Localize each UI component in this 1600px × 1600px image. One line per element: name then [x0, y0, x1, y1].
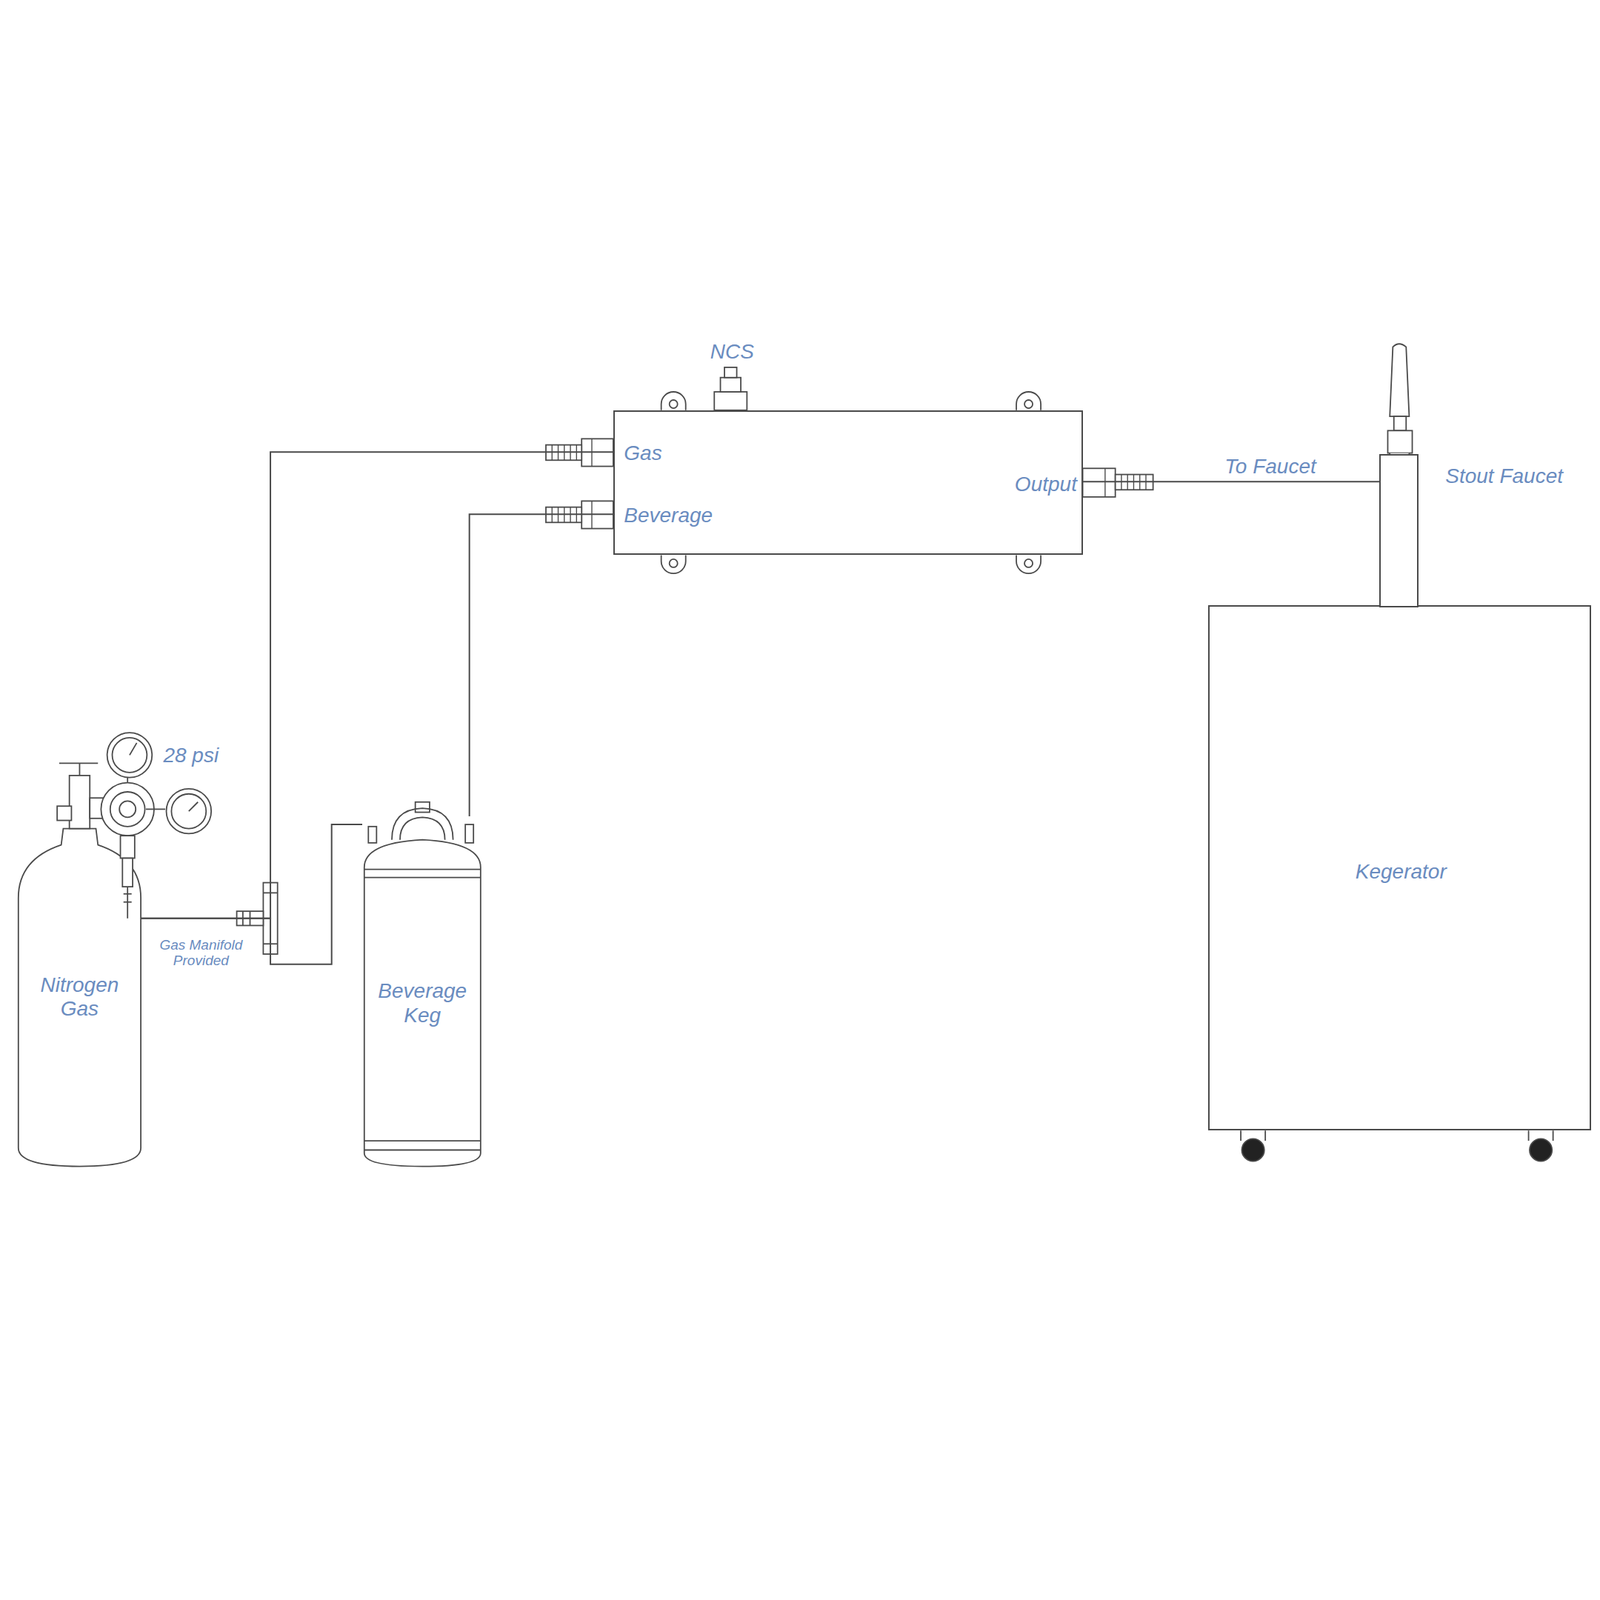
- gas-cylinder: [18, 828, 141, 1167]
- keg-shell: [364, 802, 481, 1167]
- port-label: Gas: [623, 441, 778, 466]
- kegerator-label: Kegerator: [1220, 860, 1583, 884]
- hose-line: [469, 514, 614, 817]
- kegerator-box: Kegerator: [1208, 605, 1592, 1131]
- manifold-note: Gas Manifold Provided: [142, 937, 260, 970]
- ncs-fittings: [545, 367, 1154, 574]
- cylinder-label: Nitrogen Gas: [22, 973, 137, 1021]
- line-label: To Faucet: [1221, 454, 1319, 479]
- port-label: Beverage: [623, 503, 798, 528]
- ncs-heading: NCS: [680, 340, 783, 364]
- keg-label: Beverage Keg: [366, 979, 480, 1027]
- pressure-label: 28 psi: [162, 743, 255, 768]
- ncs-box: NCSGasBeverageOutput: [613, 410, 1083, 556]
- faucet-tower: Stout Faucet: [1379, 454, 1418, 608]
- port-label: Output: [869, 472, 1078, 497]
- keg-node: Beverage Keg: [362, 816, 483, 1169]
- hose-line: [140, 451, 614, 919]
- gas-cylinder-node: Nitrogen Gas: [18, 828, 141, 1168]
- hose-line: [1082, 480, 1380, 483]
- faucet-label: Stout Faucet: [1445, 464, 1597, 489]
